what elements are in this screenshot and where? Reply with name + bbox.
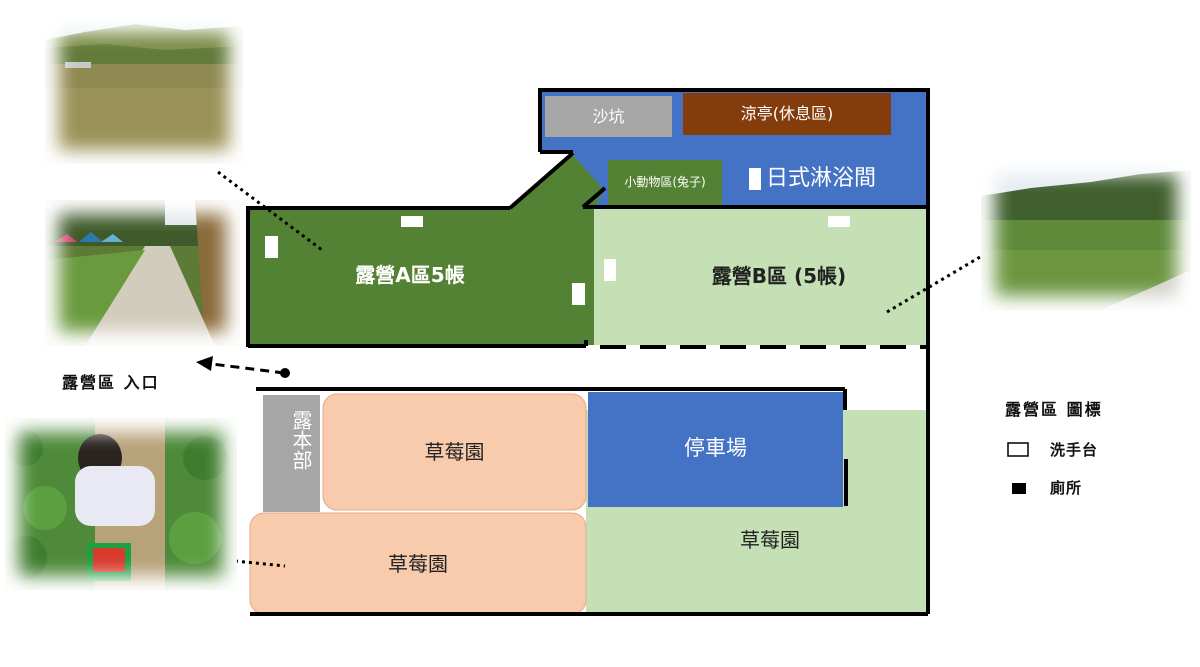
boundary-lines — [246, 88, 930, 616]
wash-basin-icon — [401, 216, 423, 227]
entrance-label: 露營區 入口 — [62, 373, 160, 392]
strawberry-1-label: 草莓園 — [424, 440, 485, 464]
parking-area — [588, 392, 843, 507]
wash-basin-icon — [828, 216, 850, 227]
pavilion-label: 涼亭(休息區) — [740, 104, 834, 123]
wash-basin-icon — [1007, 442, 1029, 457]
wash-basin-icon — [265, 236, 278, 258]
camp-b-label: 露營B區 (5帳) — [711, 264, 847, 288]
photo-pointers — [217, 170, 981, 568]
strawberry-picking-photo — [5, 418, 237, 590]
camp-a-area — [250, 155, 604, 345]
wash-basin-icon — [572, 283, 585, 305]
bathhouse-label: 日式淋浴間 — [766, 166, 877, 191]
wash-basin-icon — [604, 259, 616, 281]
camp-path-photo — [45, 200, 240, 346]
sandpit-label: 沙坑 — [592, 107, 625, 126]
parking-label: 停車場 — [684, 436, 747, 460]
field-photo-b — [981, 160, 1191, 310]
camp-b-area — [594, 208, 927, 345]
legend-wash-basin-label: 洗手台 — [1050, 441, 1099, 459]
camp-a-label: 露營A區5帳 — [355, 263, 465, 287]
headquarters-area — [263, 395, 320, 512]
strawberry-3-label: 草莓園 — [740, 528, 800, 552]
sandpit-area — [545, 96, 672, 137]
entrance-arrowhead — [196, 356, 213, 371]
pavilion-area — [683, 93, 891, 135]
toilet-icon — [1012, 483, 1026, 494]
entrance-arrow — [211, 362, 285, 375]
wash-basin-icon — [749, 168, 761, 190]
small-animals-label: 小動物區(兔子) — [624, 175, 706, 189]
strawberry-field-1 — [322, 393, 587, 511]
strawberry-2-label: 草莓園 — [388, 552, 448, 576]
legend-toilet-label: 廁所 — [1050, 479, 1083, 497]
wash-basins — [265, 168, 850, 305]
small-animals-area — [608, 160, 722, 205]
legend-title: 露營區 圖標 — [1005, 400, 1103, 419]
field-photo-a — [45, 18, 243, 164]
headquarters-label: 露本部 — [289, 410, 313, 470]
entrance-dot — [280, 368, 290, 378]
